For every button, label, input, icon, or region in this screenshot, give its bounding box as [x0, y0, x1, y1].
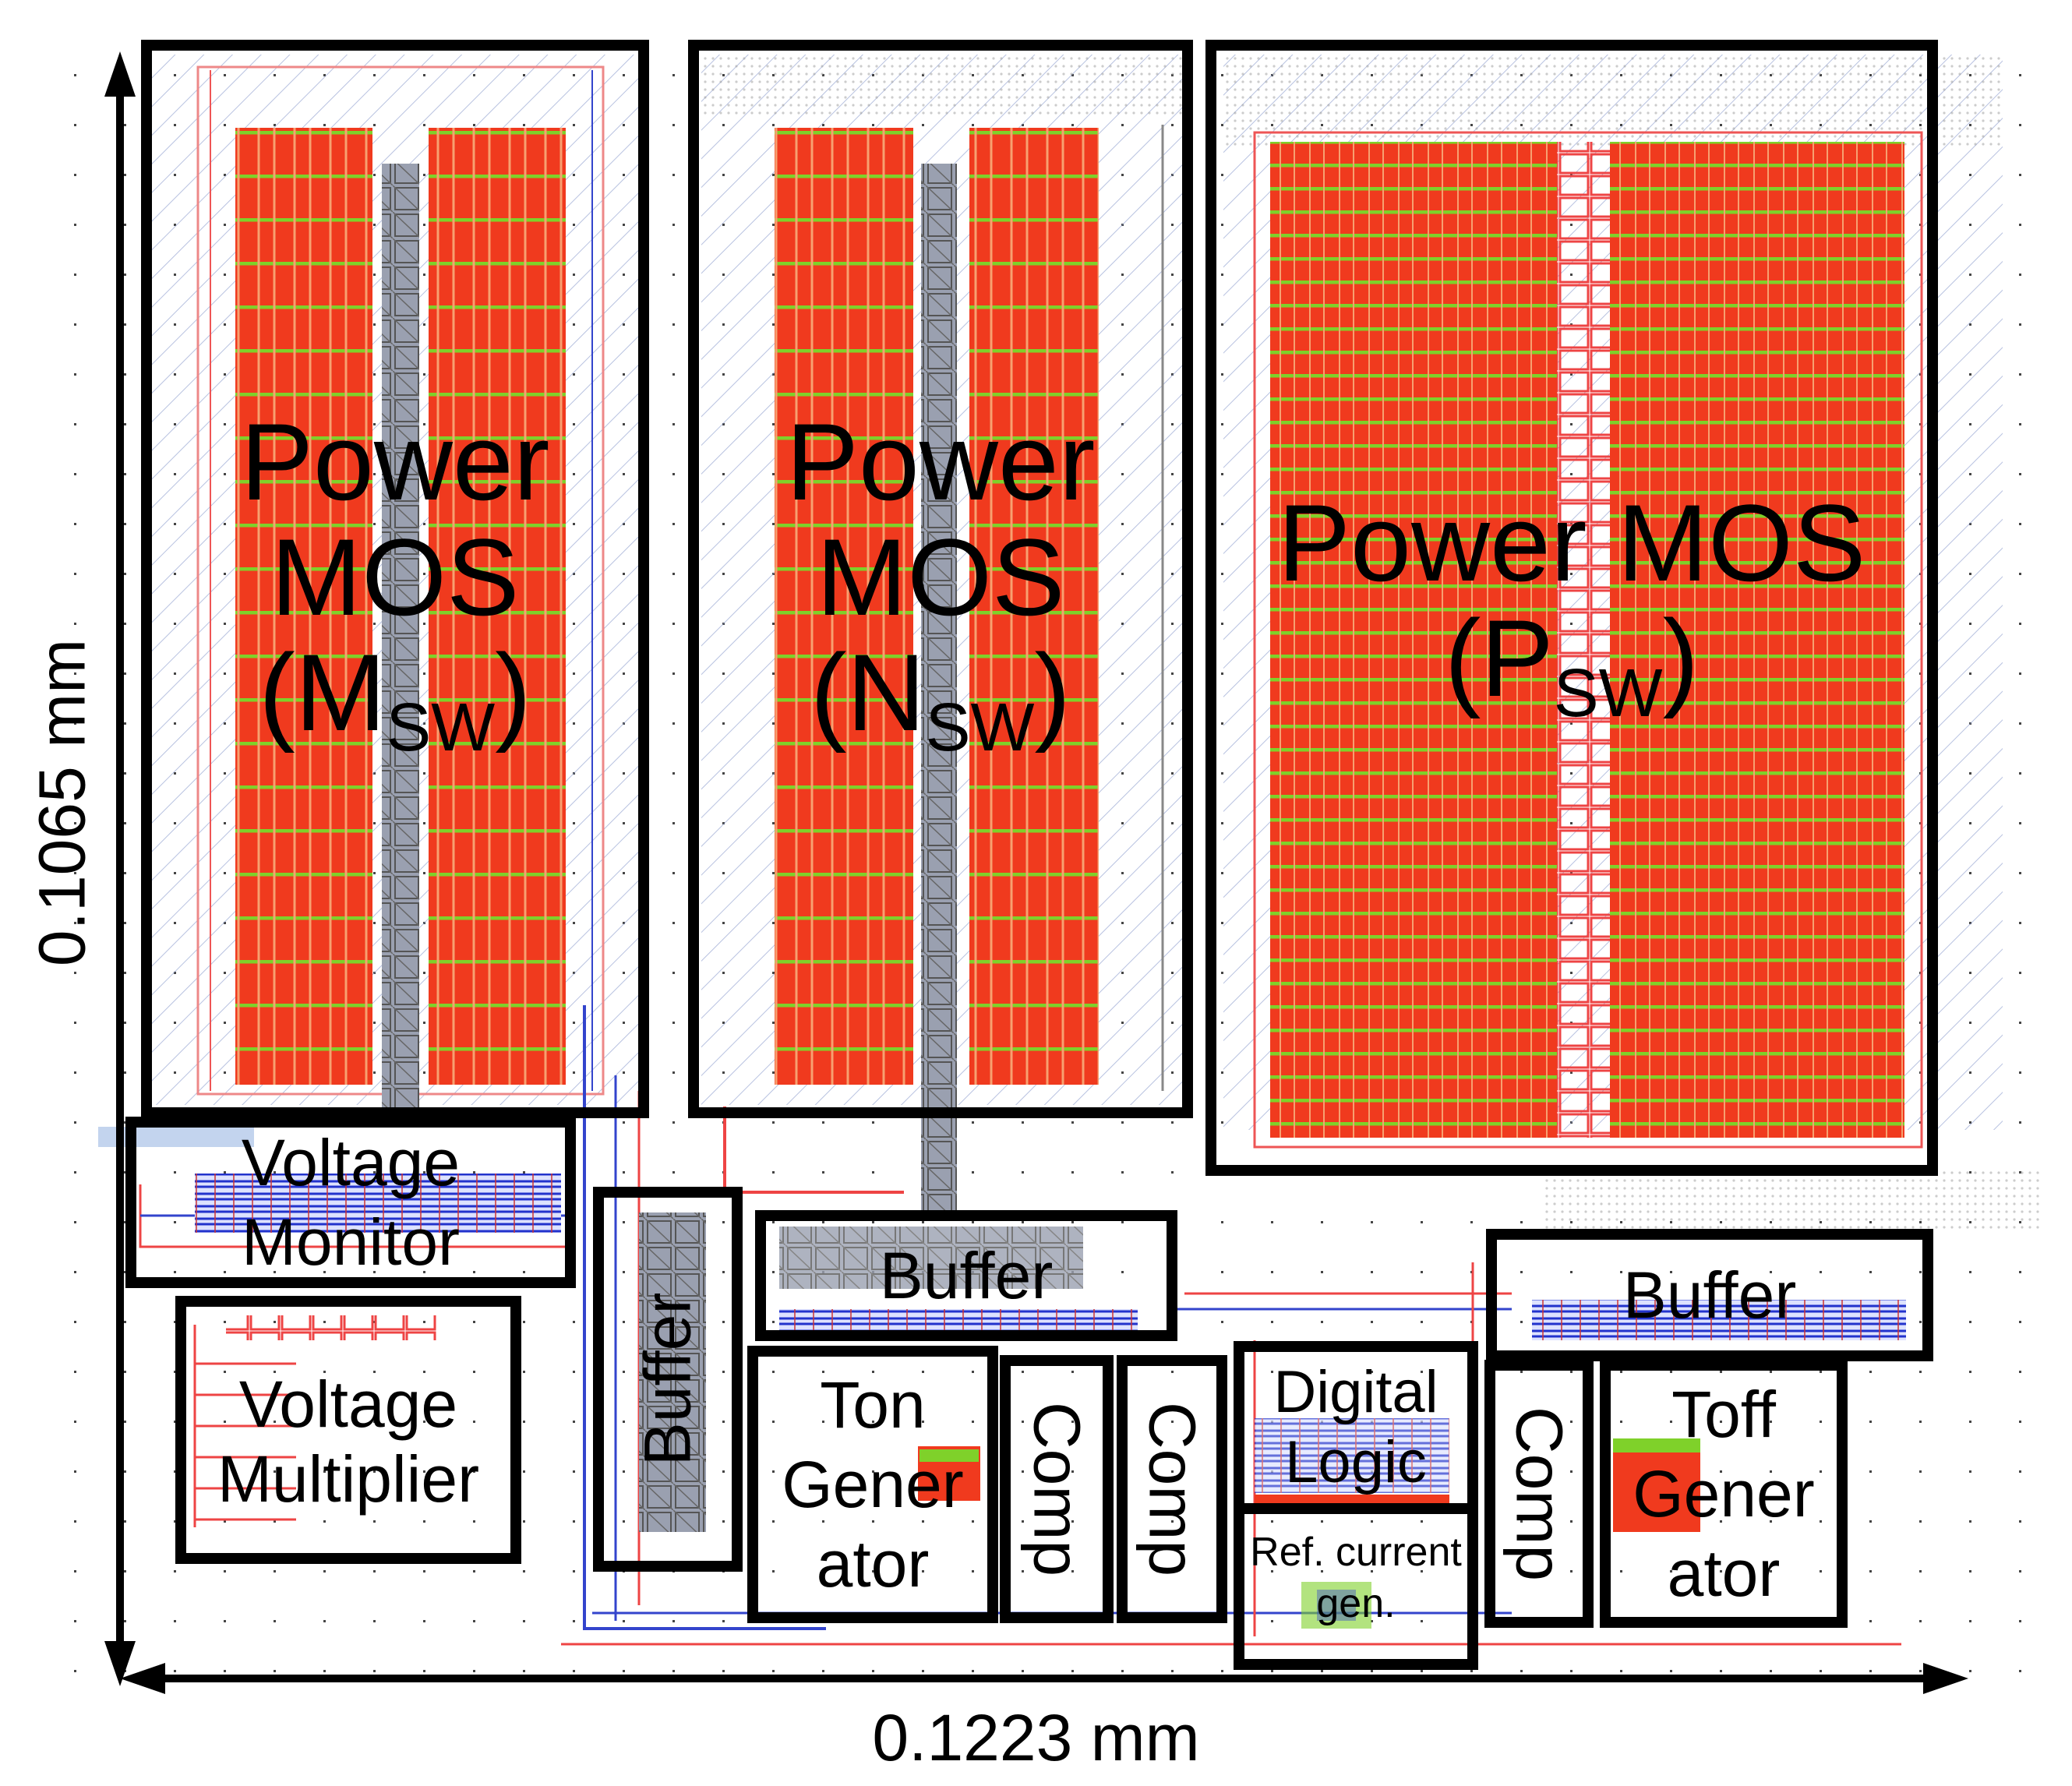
frame-comp-2 [1117, 1355, 1227, 1623]
label-psw: Power MOS (PSW) [1211, 475, 1933, 740]
nsw-layout [701, 55, 1186, 1216]
label-ref-current-line2: gen. [1316, 1581, 1396, 1626]
voltage-monitor-bus [195, 1174, 561, 1233]
label-toff-line3: ator [1667, 1537, 1781, 1610]
frame-comp-3 [1484, 1360, 1594, 1628]
label-msw-line2: MOS [270, 515, 520, 638]
label-toff-generator: Toff Gener ator [1605, 1365, 1842, 1622]
label-voltage-monitor: Voltage Monitor [131, 1122, 570, 1283]
frame-nsw [688, 40, 1193, 1118]
frame-voltage-monitor [125, 1117, 576, 1288]
label-ton-generator: Ton Gener ator [753, 1351, 993, 1618]
label-ton-line1: Ton [820, 1368, 926, 1442]
label-digital-logic-line2: Logic [1285, 1429, 1427, 1495]
label-psw-line2: (PSW) [1444, 596, 1700, 731]
label-digital-logic: Digital Logic [1239, 1347, 1473, 1509]
label-buffer-right: Buffer [1622, 1258, 1797, 1332]
block-frames [125, 40, 1938, 1670]
height-dimension-label: 0.1065 mm [25, 638, 99, 967]
label-nsw-line3: (NSW) [810, 630, 1071, 765]
label-voltage-multiplier: Voltage Multiplier [181, 1325, 516, 1558]
width-dimension-label: 0.1223 mm [872, 1701, 1200, 1774]
label-comp-3: Comp [1502, 1406, 1576, 1582]
label-toff-line1: Toff [1671, 1378, 1776, 1451]
label-nsw: Power MOS (NSW) [694, 390, 1188, 779]
width-dimension-arrow [120, 1663, 1968, 1694]
label-msw-line3: (MSW) [259, 630, 531, 765]
frame-buffer-vertical [593, 1187, 743, 1572]
label-comp-2: Comp [1135, 1401, 1209, 1577]
frame-ref-current [1234, 1503, 1478, 1670]
label-buffer-vertical: Buffer [630, 1292, 704, 1467]
label-nsw-line1: Power [785, 400, 1096, 523]
frame-buffer-center [755, 1210, 1177, 1341]
label-psw-line1: Power MOS [1277, 481, 1866, 604]
frame-voltage-multiplier [175, 1296, 521, 1564]
label-digital-logic-line1: Digital [1273, 1359, 1438, 1425]
label-voltage-monitor-line2: Monitor [241, 1205, 461, 1279]
label-comp-1: Comp [1020, 1401, 1094, 1577]
frame-toff-generator [1600, 1360, 1848, 1628]
label-ref-current-line1: Ref. current [1250, 1530, 1462, 1575]
height-dimension-arrow [104, 51, 136, 1686]
frame-comp-1 [1000, 1355, 1114, 1623]
label-voltage-multiplier-line1: Voltage [238, 1368, 458, 1441]
frame-buffer-right [1486, 1229, 1933, 1361]
buffer-vertical-gate [639, 1212, 706, 1532]
msw-layout [150, 55, 642, 1116]
frame-psw [1205, 40, 1938, 1176]
label-nsw-line2: MOS [816, 515, 1065, 638]
voltage-multiplier-caps [226, 1315, 436, 1340]
label-toff-line2: Gener [1633, 1457, 1815, 1530]
label-buffer-center: Buffer [879, 1239, 1054, 1312]
frame-msw [141, 40, 649, 1118]
label-msw-line1: Power [240, 400, 550, 523]
label-ton-line3: ator [816, 1527, 930, 1601]
buffer-center-gate [779, 1227, 1083, 1289]
label-ref-current: Ref. current gen. [1239, 1527, 1473, 1629]
label-voltage-monitor-line1: Voltage [241, 1126, 461, 1199]
label-voltage-multiplier-line2: Multiplier [217, 1442, 480, 1516]
label-ton-line2: Gener [782, 1448, 964, 1521]
label-msw: Power MOS (MSW) [146, 390, 644, 779]
digital-logic-bus [1255, 1418, 1449, 1493]
psw-layout [1223, 55, 2042, 1230]
buffer-right-bus [1532, 1300, 1906, 1340]
frame-ton-generator [747, 1346, 998, 1623]
